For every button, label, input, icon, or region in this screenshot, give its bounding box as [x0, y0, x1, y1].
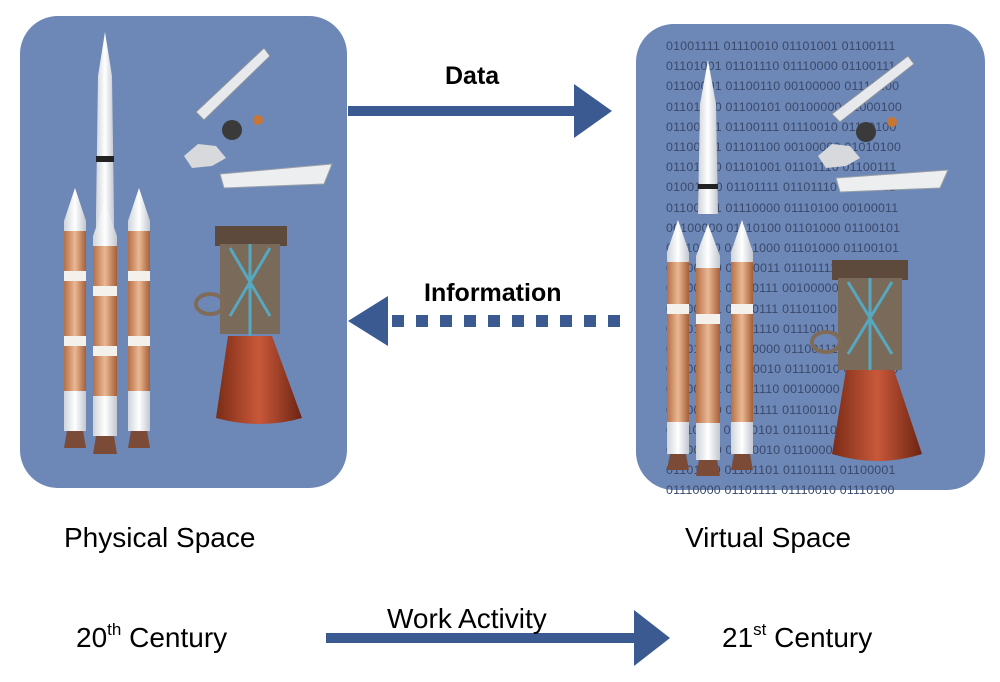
binary-line: 01110000 01101111 01110010 01110100 — [666, 483, 895, 498]
information-arrow — [348, 296, 620, 346]
data-arrow — [348, 84, 612, 138]
century-number: 20 — [76, 622, 108, 653]
work-activity-label: Work Activity — [387, 603, 547, 634]
century-suffix: th — [107, 620, 122, 639]
binary-line: 01001111 01110010 01101001 01100111 — [666, 39, 896, 53]
rocket-engine-icon — [194, 226, 302, 424]
binary-line: 01100101 01110000 01110100 00100011 — [666, 200, 899, 215]
work-activity-arrow — [326, 610, 670, 666]
century-word: Century — [774, 622, 873, 653]
century-word: Century — [129, 622, 228, 653]
rocket-icon — [64, 32, 150, 454]
century-number: 21 — [722, 622, 754, 653]
physical-space-label: Physical Space — [64, 522, 256, 553]
information-arrow-label: Information — [424, 279, 562, 307]
data-arrow-label: Data — [445, 62, 500, 90]
virtual-space-label: Virtual Space — [685, 522, 852, 553]
payload-fairing-icon — [184, 47, 333, 189]
virtual-space-panel: 01001111 01110010 01101001 01100111 01101… — [636, 24, 985, 497]
rocket-engine-icon — [810, 260, 922, 461]
century-suffix: st — [753, 620, 767, 639]
physical-space-panel — [20, 16, 347, 488]
binary-line: 01101001 01101110 01110000 01100111 — [666, 59, 896, 74]
binary-line: 01100101 01100111 01110010 01110100 — [666, 119, 897, 134]
twentieth-century-label: 20th Century — [76, 620, 228, 654]
rocket-icon — [667, 60, 753, 476]
physical-rocket-illustration — [64, 32, 333, 454]
twenty-first-century-label: 21st Century — [722, 620, 873, 654]
virtual-rocket-illustration — [667, 55, 949, 476]
payload-fairing-icon — [818, 55, 949, 193]
